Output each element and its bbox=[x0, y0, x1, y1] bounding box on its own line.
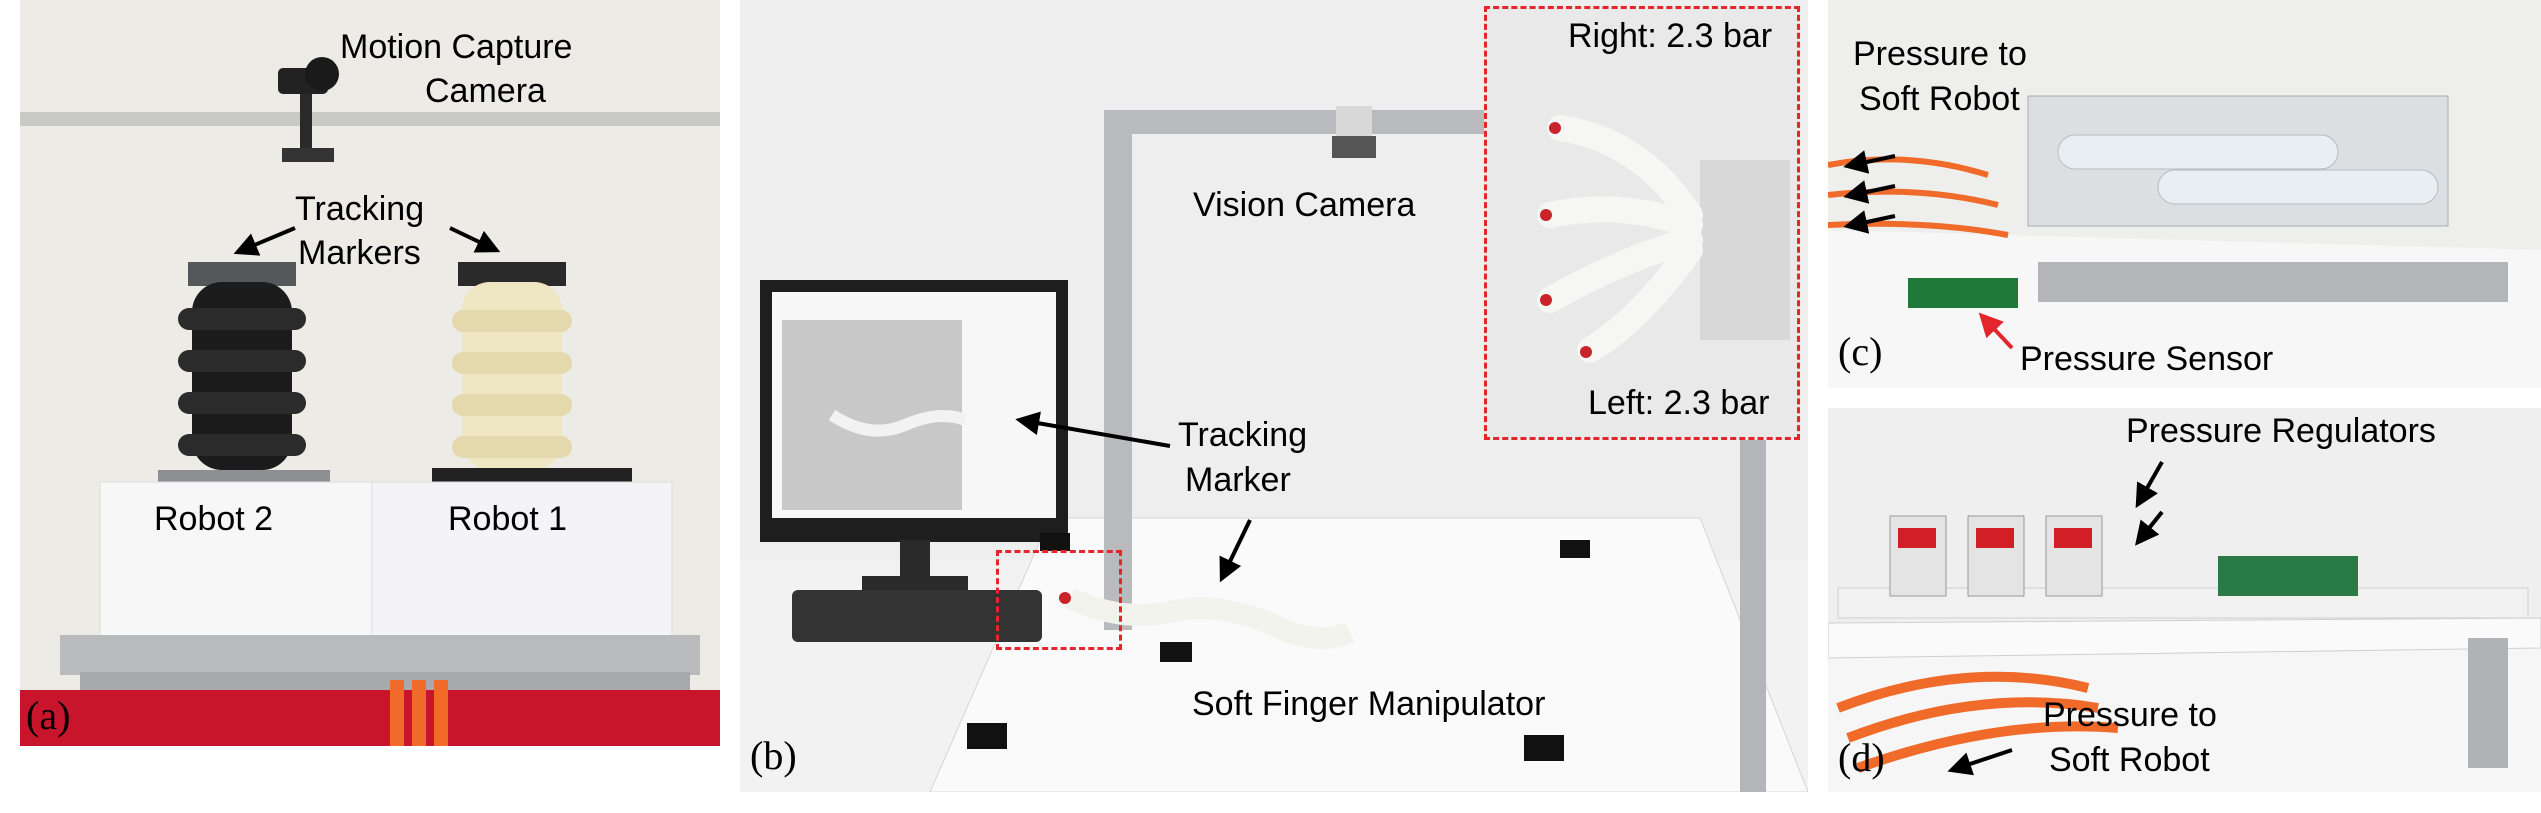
d-pressure-label-line1: Pressure to bbox=[2043, 696, 2217, 734]
left-pressure-label: Left: 2.3 bar bbox=[1588, 384, 1770, 422]
robot-2-body bbox=[178, 262, 306, 470]
panel-b-tag: (b) bbox=[750, 733, 797, 778]
robot-2-label: Robot 2 bbox=[154, 500, 274, 538]
panel-c-illustration bbox=[1828, 0, 2541, 388]
panel-d-photo: Pressure Regulators Pressure to Soft Rob… bbox=[1828, 408, 2541, 792]
vision-camera bbox=[1332, 106, 1376, 158]
keyboard bbox=[792, 590, 1042, 642]
tracking-marker-label-line1: Tracking bbox=[1178, 416, 1308, 454]
robot-1-label: Robot 1 bbox=[448, 500, 568, 538]
tracking-marker-highlight bbox=[996, 550, 1122, 650]
panel-c-photo: Pressure to Soft Robot Pressure Sensor (… bbox=[1828, 0, 2541, 388]
tracking-marker-label-line2: Marker bbox=[1185, 461, 1291, 499]
d-pressure-label-line2: Soft Robot bbox=[2049, 741, 2210, 779]
inset-highlight-box bbox=[1484, 6, 1800, 440]
camera-label-line2: Camera bbox=[425, 72, 546, 110]
panel-a-photo: Motion Capture Camera Tracking Markers R… bbox=[20, 0, 720, 746]
motion-capture-camera bbox=[278, 57, 339, 162]
pressure-sensor-label: Pressure Sensor bbox=[2020, 340, 2274, 378]
inset-finger-bends bbox=[1537, 115, 1703, 363]
panel-d-illustration bbox=[1828, 408, 2541, 792]
right-pressure-label: Right: 2.3 bar bbox=[1568, 17, 1773, 55]
panel-d-tag: (d) bbox=[1838, 735, 1885, 780]
panel-a-tag: (a) bbox=[26, 693, 71, 738]
soft-finger-on-table bbox=[1065, 588, 1355, 650]
pressure-regulators-label: Pressure Regulators bbox=[2126, 412, 2436, 450]
vision-camera-label: Vision Camera bbox=[1193, 186, 1416, 224]
panel-a-illustration bbox=[20, 0, 720, 746]
markers-label-line1: Tracking bbox=[295, 190, 425, 228]
panel-c-tag: (c) bbox=[1838, 329, 1883, 374]
computer-monitor bbox=[760, 280, 1068, 590]
control-boards bbox=[2218, 556, 2358, 596]
c-pressure-label-line2: Soft Robot bbox=[1859, 80, 2020, 118]
pressure-sensor-board bbox=[1908, 278, 2018, 308]
pressure-regulator-units bbox=[1889, 515, 2103, 597]
manipulator-label: Soft Finger Manipulator bbox=[1192, 685, 1546, 723]
panel-b-illustration bbox=[740, 0, 1808, 792]
markers-label-line2: Markers bbox=[298, 234, 421, 272]
panel-b-photo: Vision Camera Tracking Marker Soft Finge… bbox=[740, 0, 1808, 792]
camera-label-line1: Motion Capture bbox=[340, 28, 573, 66]
robot-1-body bbox=[432, 262, 632, 482]
c-pressure-label-line1: Pressure to bbox=[1853, 35, 2027, 73]
